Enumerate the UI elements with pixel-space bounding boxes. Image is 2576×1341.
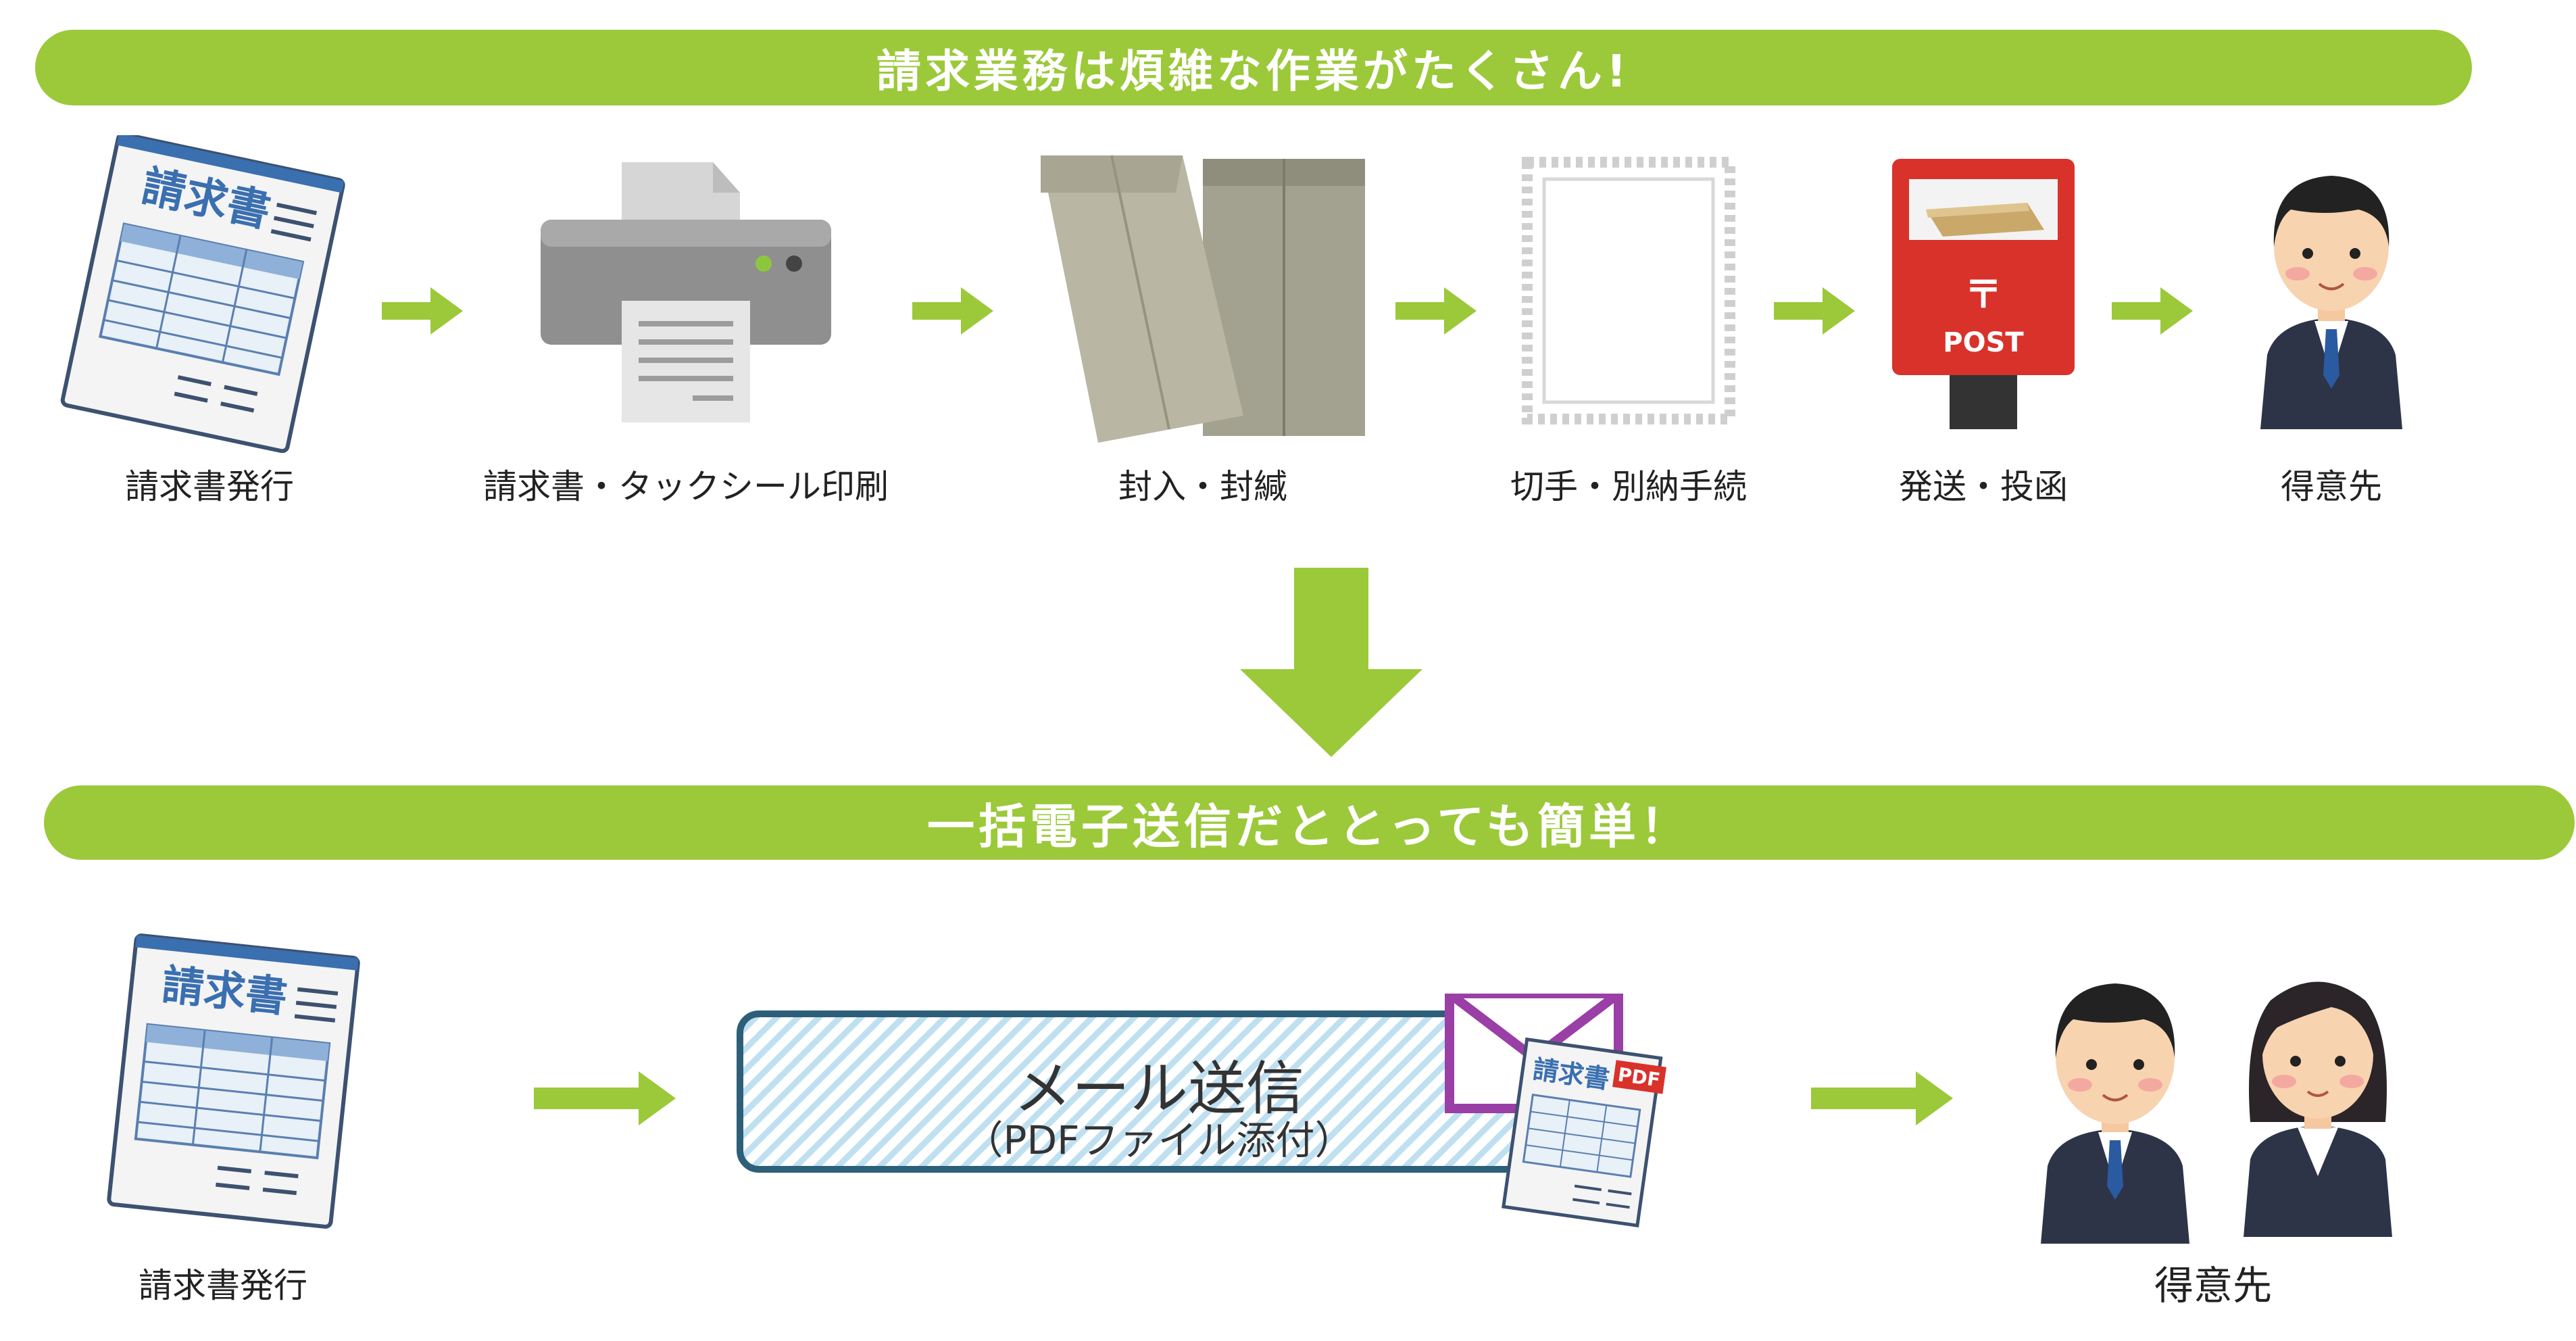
pdf-invoice-icon: 請求書 PDF: [1502, 1037, 1666, 1227]
stamp-step: [1514, 155, 1743, 426]
mail-send-box: 請求書 PDF メール送信 （PDFファイル添付）: [733, 994, 1720, 1264]
arrow-right-icon: [534, 1071, 676, 1125]
post-mark: 〒: [1964, 273, 2002, 317]
arrow-right-icon: [382, 287, 463, 335]
step-label-print: 請求書・タックシール印刷: [483, 467, 889, 506]
arrow-right-icon: [1811, 1071, 1953, 1125]
bottom-customers-step: [2027, 953, 2406, 1244]
invoice-icon: 請求書: [107, 933, 360, 1229]
businessman-icon: [2260, 176, 2402, 429]
arrow-right-icon: [1395, 287, 1477, 335]
post-step: 〒 POST: [1885, 155, 2081, 433]
mail-send-graphic: 請求書 PDF: [737, 994, 1666, 1227]
top-banner-text: 請求業務は煩雑な作業がたくさん!: [876, 45, 1631, 97]
arrow-down-icon: [1240, 568, 1422, 757]
mail-send-title: メール送信: [1014, 1055, 1304, 1123]
arrow-right-icon: [1774, 287, 1855, 335]
envelope-icon: [1041, 155, 1365, 443]
bottom-banner: 一括電子送信だととっても簡単！: [44, 785, 2575, 860]
invoice-icon: 請求書: [60, 135, 345, 453]
printer-icon: [541, 162, 831, 422]
bottom-invoice-step: 請求書: [61, 926, 412, 1244]
stamp-icon: [1522, 157, 1735, 424]
arrow-right-icon: [2112, 287, 2193, 335]
bottom-label-customer: 得意先: [2154, 1263, 2273, 1309]
businessman-icon: [2041, 983, 2189, 1244]
invoice-issue-step: 請求書: [34, 135, 385, 453]
top-banner: 請求業務は煩雑な作業がたくさん!: [35, 30, 2472, 105]
step-label-customer: 得意先: [2281, 467, 2382, 506]
mail-send-subtitle: （PDFファイル添付）: [964, 1117, 1354, 1163]
step-label-enclose: 封入・封緘: [1118, 467, 1287, 506]
postbox-icon: 〒 POST: [1892, 159, 2075, 429]
step-label-invoice: 請求書発行: [125, 467, 294, 506]
printer-step: [527, 155, 845, 426]
bottom-banner-text: 一括電子送信だととっても簡単！: [927, 798, 1691, 854]
post-text: POST: [1943, 327, 2024, 358]
envelope-step: [1027, 152, 1379, 449]
customer-step: [2250, 152, 2412, 429]
businesswoman-icon: [2244, 981, 2392, 1237]
step-label-stamp: 切手・別納手続: [1510, 467, 1747, 506]
arrow-right-icon: [912, 287, 993, 335]
bottom-label-invoice: 請求書発行: [139, 1266, 307, 1305]
step-label-post: 発送・投函: [1899, 467, 2068, 506]
